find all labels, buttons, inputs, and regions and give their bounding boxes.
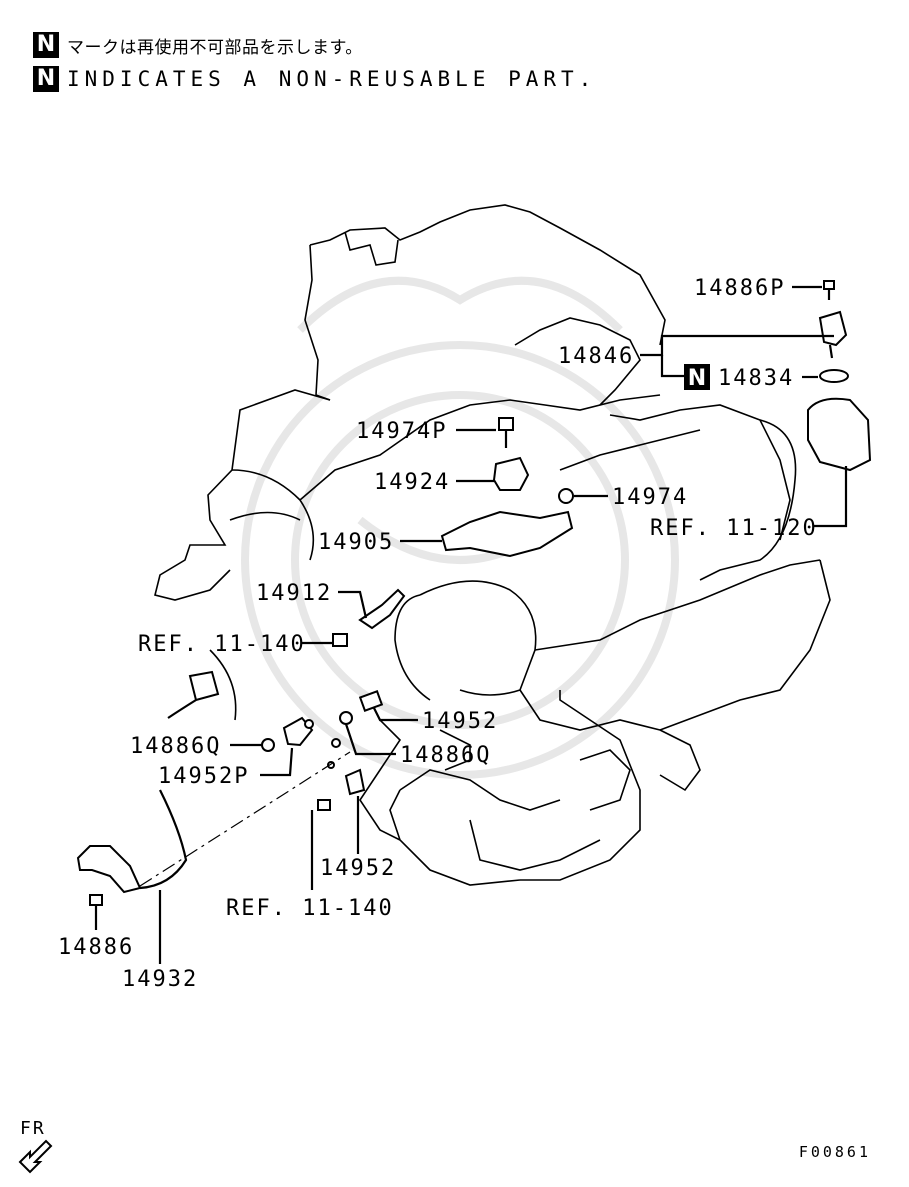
bolt-ref-b-icon	[317, 799, 331, 811]
label-14932: 14932	[122, 967, 198, 992]
label-14974P: 14974P	[356, 419, 447, 444]
non-reusable-badge: N	[33, 66, 59, 92]
o-ring-icon	[819, 369, 849, 383]
bracket-14932-icon	[76, 845, 142, 894]
non-reusable-badge-14834	[684, 364, 710, 390]
clamp-14912-icon	[358, 588, 406, 630]
label-14974: 14974	[612, 485, 688, 510]
direction-label: FR	[20, 1118, 46, 1139]
bolt-14974-icon	[558, 488, 574, 504]
non-reusable-badge: N	[33, 32, 59, 58]
bolt-14886P-icon	[823, 280, 835, 290]
label-ref-11-140-b: REF. 11-140	[226, 896, 394, 921]
bolt-14886Q-right-icon	[339, 711, 353, 725]
label-ref-11-140-a: REF. 11-140	[138, 632, 306, 657]
bolt-14974P-icon	[498, 417, 514, 431]
label-14886Q-right: 14886Q	[400, 743, 491, 768]
label-14912: 14912	[256, 581, 332, 606]
washer-icon	[304, 719, 314, 729]
washer-icon	[331, 738, 341, 748]
clip-14952b-icon	[344, 768, 366, 796]
clip-14952a-icon	[358, 690, 384, 712]
housing-ref-icon	[807, 397, 872, 472]
front-arrow-icon	[18, 1139, 53, 1174]
bolt-14886Q-left-icon	[261, 738, 275, 752]
part-glyphs	[76, 280, 872, 906]
note-english-text: INDICATES A NON-REUSABLE PART.	[67, 67, 597, 91]
label-14834: 14834	[718, 366, 794, 391]
label-14886Q-left: 14886Q	[130, 734, 221, 759]
leader-lines	[94, 285, 848, 964]
label-14952-a: 14952	[422, 709, 498, 734]
note-japanese-text: マークは再使用不可部品を示します。	[67, 37, 363, 58]
label-ref-11-120: REF. 11-120	[650, 516, 818, 541]
connector-icon	[188, 670, 220, 702]
knock-sensor-icon	[492, 456, 530, 491]
label-14952P: 14952P	[158, 764, 249, 789]
watermark-logo	[241, 276, 679, 779]
note-japanese-row: N マークは再使用不可部品を示します。	[33, 32, 363, 58]
figure-code: F00861	[798, 1143, 871, 1161]
label-14846: 14846	[558, 344, 634, 369]
bracket-14905-icon	[440, 510, 574, 558]
label-14905: 14905	[318, 530, 394, 555]
crank-sensor-icon	[818, 310, 848, 347]
label-14886: 14886	[58, 935, 134, 960]
label-14924: 14924	[374, 470, 450, 495]
bolt-14886-icon	[89, 894, 103, 906]
non-reusable-badge-letter: N	[688, 366, 706, 391]
engine-outline	[154, 204, 831, 886]
note-english-row: N INDICATES A NON-REUSABLE PART.	[33, 66, 596, 92]
label-14952-b: 14952	[320, 856, 396, 881]
bolt-ref-a-icon	[332, 633, 348, 647]
label-14886P: 14886P	[694, 276, 785, 301]
